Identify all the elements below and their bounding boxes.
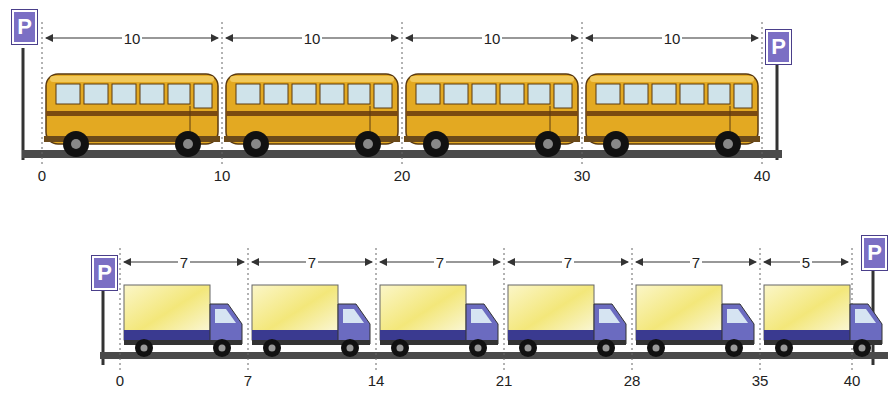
scale-number: 0 [36, 168, 48, 183]
scale-number: 30 [572, 168, 593, 183]
parking-sign: P [92, 256, 117, 290]
parking-sign: P [862, 236, 887, 270]
scale-number: 35 [750, 373, 771, 388]
sign-letter: P [17, 16, 32, 38]
dimension-label: 10 [122, 31, 143, 46]
scale-number: 14 [366, 373, 387, 388]
dimension-label: 7 [434, 255, 446, 270]
scale-number: 40 [842, 373, 863, 388]
scale-number: 20 [392, 168, 413, 183]
scale-number: 10 [212, 168, 233, 183]
dimension-label: 10 [302, 31, 323, 46]
sign-letter: P [771, 36, 786, 58]
parking-sign: P [12, 10, 37, 44]
sign-letter: P [867, 242, 882, 264]
dimension-label: 7 [178, 255, 190, 270]
dimension-label: 7 [562, 255, 574, 270]
dimension-label: 7 [306, 255, 318, 270]
dimension-label: 10 [662, 31, 683, 46]
scale-number: 7 [242, 373, 254, 388]
dimension-label: 7 [690, 255, 702, 270]
scale-number: 40 [752, 168, 773, 183]
dimension-label: 10 [482, 31, 503, 46]
scale-number: 21 [494, 373, 515, 388]
scale-number: 28 [622, 373, 643, 388]
parking-sign: P [766, 30, 791, 64]
dimension-label: 5 [800, 255, 812, 270]
sign-letter: P [97, 262, 112, 284]
scale-number: 0 [114, 373, 126, 388]
